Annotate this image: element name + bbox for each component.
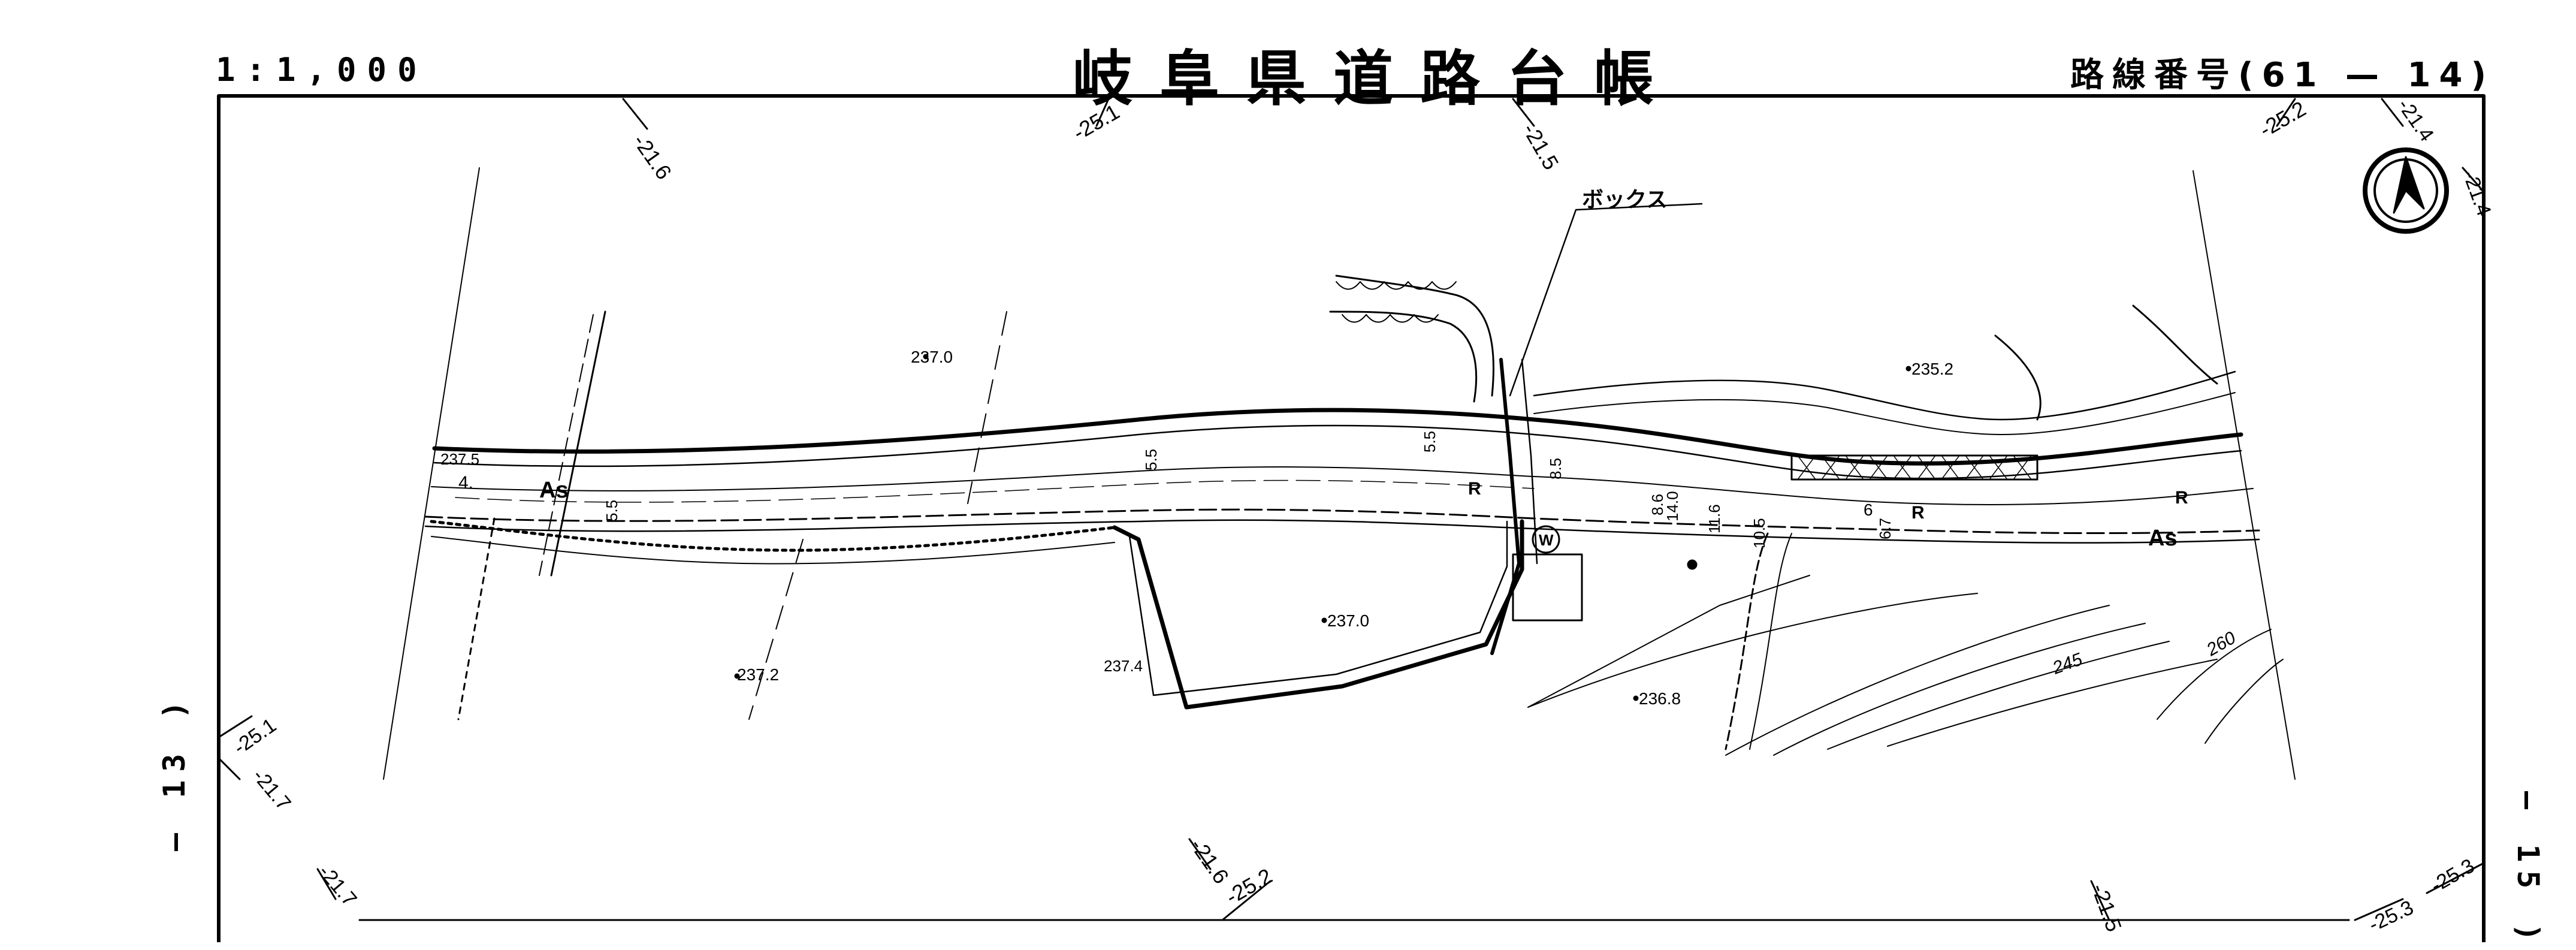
grid-ref: -21.5	[1518, 119, 1564, 174]
contour-label: 245	[2049, 649, 2085, 678]
grid-ref: -21.6	[628, 129, 677, 184]
dimension: 5.5	[1421, 431, 1439, 453]
dimension: 4.	[458, 473, 473, 493]
lower-parcel-inner	[1128, 520, 1508, 696]
side-path-2	[1749, 533, 1792, 750]
dimension: 8.5	[1547, 458, 1565, 479]
elevation: 237.0	[911, 348, 953, 366]
grid-ref: -21.4	[2458, 168, 2495, 219]
hedge-south-2	[431, 536, 1115, 565]
dimension: 5.5	[1142, 449, 1160, 471]
grid-ref: -25.1	[1069, 99, 1124, 145]
ditch-vertical-2	[1521, 358, 1538, 565]
wall-band-hatch	[1797, 455, 2032, 480]
contour-1	[1527, 593, 1978, 708]
elevation: 237.2	[737, 665, 779, 684]
slope-north	[1533, 370, 2236, 421]
north-arrow-icon	[2363, 147, 2449, 234]
route-number: 路線番号(61 — 14)	[2070, 56, 2495, 95]
parcel-line-2	[539, 314, 594, 576]
parcel-line-3	[967, 311, 1007, 504]
elevation: 235.2	[1911, 360, 1953, 378]
grid-ref: -21.7	[248, 765, 295, 815]
contour-4	[1827, 641, 2170, 750]
map-title: 岐阜県道路台帳	[1073, 44, 1681, 114]
map-labels: -21.6 -25.1 -21.5 -25.2 -21.4 -21.4 -25.…	[229, 95, 2496, 936]
side-path	[1725, 532, 1769, 750]
contour-7	[2204, 659, 2284, 744]
map-scale: 1:1,000	[216, 51, 428, 89]
wall-band	[1790, 454, 2039, 481]
elevation: 237.0	[1327, 611, 1369, 630]
ditch-vertical	[1490, 358, 1521, 655]
dimension: 14.0	[1663, 491, 1681, 521]
road-lane-line	[455, 479, 1535, 503]
lower-parcel	[1112, 519, 1524, 710]
grid-ticks	[218, 98, 2485, 921]
box-culvert-label: ボックス	[1582, 187, 1668, 212]
grid-ref: -21.6	[1185, 834, 1234, 888]
grid-ref: -25.3	[2365, 896, 2417, 936]
dimension: 10.5	[1750, 518, 1768, 548]
contour-5	[1887, 659, 2218, 747]
grid-ref: -25.2	[2255, 96, 2311, 142]
contour-6	[2157, 629, 2272, 720]
grid-ref: -21.4	[2393, 95, 2438, 146]
dimension: 5.5	[603, 500, 621, 521]
trim-line-right	[2193, 170, 2296, 780]
stone-wall-hatch	[1336, 281, 1457, 323]
surface-label: R	[2175, 488, 2188, 508]
area-curve	[1527, 575, 1810, 708]
surface-label: R	[1911, 503, 1925, 523]
contour-3	[1773, 623, 2146, 756]
road-north-edge-inner	[433, 424, 2242, 479]
surface-label: As	[2148, 526, 2178, 551]
map-frame	[217, 94, 2486, 942]
hedge-south	[430, 520, 1116, 552]
dimension: 6.7	[1876, 518, 1894, 539]
dimension: 6	[1864, 500, 1873, 519]
water-symbol-label: W	[1539, 531, 1554, 549]
road-north-edge	[432, 408, 2243, 466]
dimension: 8.6	[1648, 494, 1666, 515]
grid-ref: -21.7	[314, 861, 361, 911]
elevation: 237.4	[1104, 657, 1143, 675]
elevation: 237.5	[440, 450, 479, 468]
parcel-line-5	[457, 517, 496, 720]
grid-ref: -21.5	[2086, 880, 2127, 935]
surface-label: R	[1468, 479, 1481, 499]
parcel-line-1	[550, 310, 606, 577]
water-symbol-icon	[1532, 525, 1560, 554]
contour-label: 260	[2203, 628, 2239, 660]
dimension: 11.6	[1705, 504, 1723, 533]
parcel-line-4	[748, 539, 804, 720]
stream-curve-2	[2132, 304, 2218, 385]
stream-curve	[1994, 334, 2042, 421]
elevation: 236.8	[1639, 689, 1681, 708]
slope-north-2	[1533, 392, 2236, 435]
road-south-edge	[424, 508, 2260, 535]
surface-label: As	[539, 478, 569, 503]
grid-ref: -25.3	[2427, 854, 2478, 897]
road-south-edge-2	[424, 519, 2260, 544]
box-leader	[1509, 203, 1703, 397]
trim-line-left	[383, 167, 480, 780]
road-centerline	[431, 466, 2254, 505]
stone-wall-north	[1329, 275, 1494, 403]
contour-2	[1725, 605, 2110, 756]
grid-ref: -25.1	[229, 714, 280, 759]
